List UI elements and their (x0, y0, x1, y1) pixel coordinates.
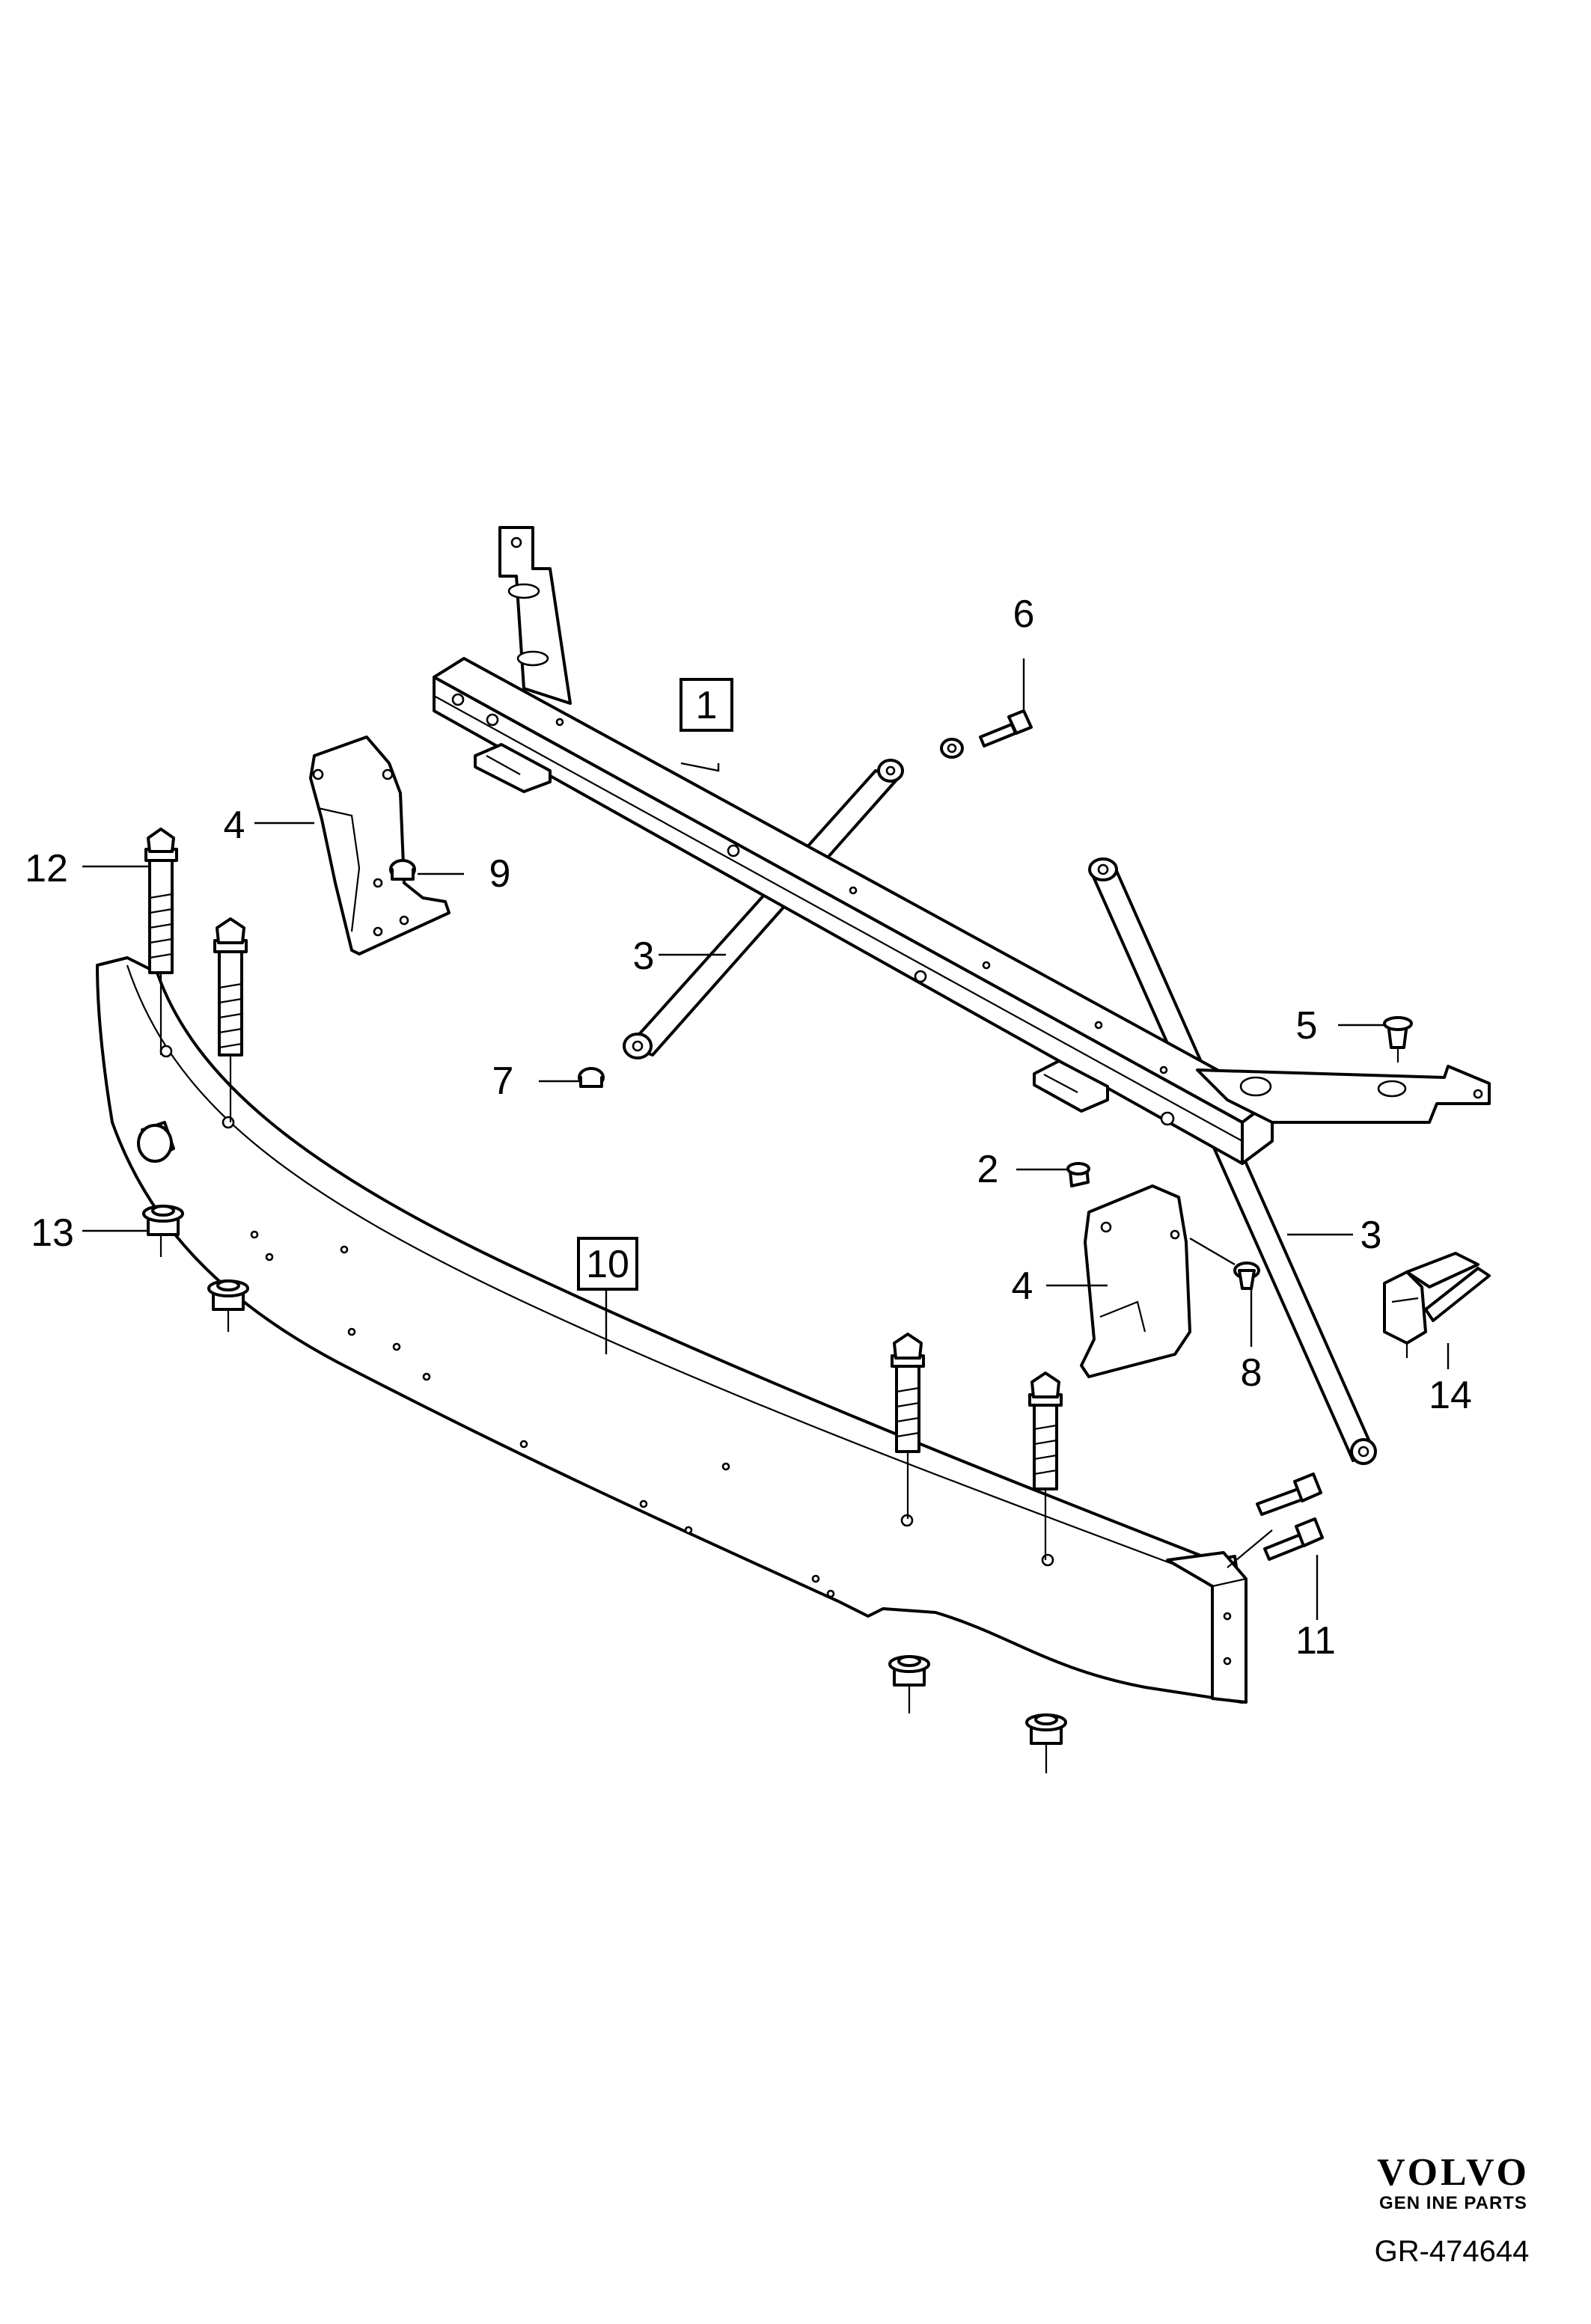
nut-10a (888, 1655, 930, 1687)
nut-10b (1025, 1713, 1067, 1745)
upper-bracket (498, 526, 572, 705)
bracket-left (309, 736, 451, 955)
nut-13b (207, 1279, 249, 1311)
right-mount-plate (1196, 1065, 1491, 1124)
bolt-11a (1256, 1473, 1322, 1516)
bracket-right (1080, 1184, 1191, 1378)
screw-2 (1066, 1162, 1090, 1187)
bolt-6 (940, 709, 1033, 759)
bolt-10b (1028, 1372, 1063, 1490)
callout-13: 13 (31, 1211, 74, 1255)
callout-9: 9 (489, 852, 511, 896)
callout-3-right: 3 (1361, 1214, 1382, 1257)
center-lines (159, 973, 1273, 1773)
bolt-11b (1263, 1517, 1324, 1561)
bumper-beam (96, 956, 1248, 1704)
strut-right (1088, 857, 1377, 1465)
crossmember (433, 657, 1274, 1165)
brand-logo: VOLVO (1377, 2151, 1530, 2194)
callout-8: 8 (1241, 1351, 1262, 1395)
callout-4-right: 4 (1012, 1265, 1033, 1308)
screw-8 (1233, 1262, 1260, 1290)
clip-14 (1383, 1252, 1491, 1358)
leader-lines (82, 658, 1450, 1620)
callout-6: 6 (1013, 593, 1035, 636)
callout-3-left: 3 (633, 935, 655, 978)
callout-11: 11 (1295, 1619, 1336, 1663)
callout-5: 5 (1296, 1004, 1318, 1048)
nut-13a (142, 1205, 184, 1236)
nut-9 (389, 859, 416, 881)
callout-4-left: 4 (224, 804, 245, 847)
callout-1: 1 (680, 678, 733, 732)
svg-text:10: 10 (586, 1243, 629, 1286)
callout-2: 2 (977, 1148, 999, 1191)
callout-7: 7 (492, 1059, 514, 1103)
screw-5 (1383, 1016, 1413, 1062)
callout-14: 14 (1429, 1374, 1472, 1417)
bolt-12b (213, 917, 248, 1056)
callout-12: 12 (25, 847, 68, 890)
brand-tagline: GEN INE PARTS (1379, 2193, 1527, 2213)
callout-10: 10 (577, 1237, 638, 1291)
bolt-12a (144, 828, 178, 974)
nut-7 (578, 1067, 605, 1088)
diagram-reference: GR-474644 (1375, 2235, 1530, 2268)
bolt-10a (891, 1333, 925, 1453)
svg-text:1: 1 (696, 684, 718, 727)
